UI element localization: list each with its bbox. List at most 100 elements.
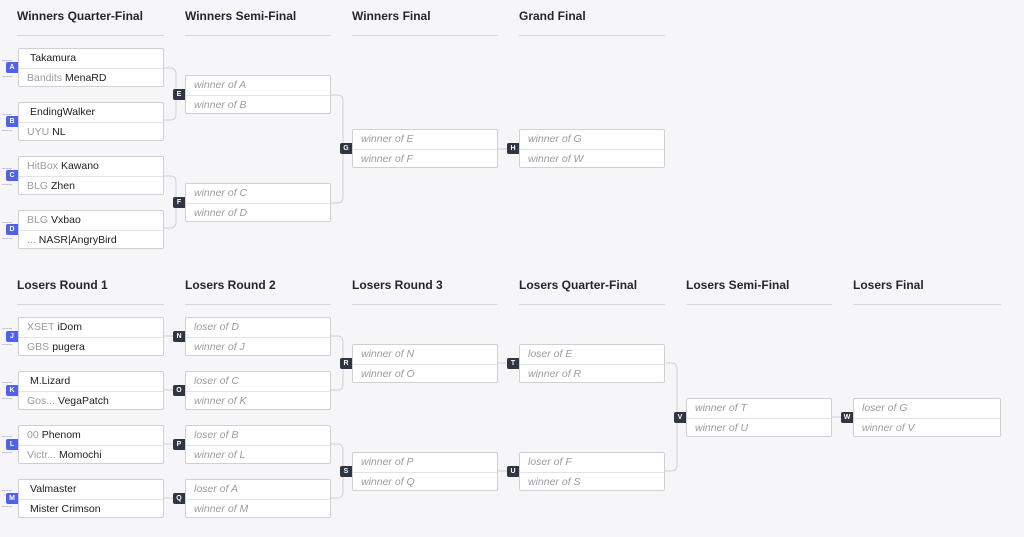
seed-stub (2, 398, 12, 399)
match-slot-bottom[interactable]: winner of Q (361, 476, 415, 488)
match-card[interactable]: loser of B winner of L (185, 425, 331, 464)
match-slot-bottom[interactable]: winner of J (194, 341, 245, 353)
match-id-badge: O (173, 385, 185, 396)
seed-stub (2, 452, 12, 453)
match-card[interactable]: winner of T winner of U (686, 398, 832, 437)
match-slot-top[interactable]: M.Lizard (19, 372, 163, 392)
player-name: Zhen (51, 180, 75, 192)
match-slot-top[interactable]: winner of G (520, 130, 664, 150)
match-slot-top[interactable]: winner of A (186, 76, 330, 96)
match-card[interactable]: winner of N winner of O (352, 344, 498, 383)
round-title-winners-quarter-final: Winners Quarter-Final (17, 9, 164, 36)
seed-stub (2, 130, 12, 131)
match-slot-top[interactable]: loser of F (520, 453, 664, 473)
match-id-badge: T (507, 358, 519, 369)
match-slot-bottom[interactable]: winner of V (862, 422, 915, 434)
seed-stub (2, 60, 12, 61)
match-slot-bottom[interactable]: Victr...Momochi (19, 446, 163, 465)
match-card[interactable]: Valmaster Mister Crimson (18, 479, 164, 518)
seed-stub (2, 328, 12, 329)
seed-stub (2, 168, 12, 169)
match-slot-bottom[interactable]: winner of M (194, 503, 249, 515)
match-id-badge: R (340, 358, 352, 369)
seed-stub (2, 76, 12, 77)
match-card[interactable]: loser of D winner of J (185, 317, 331, 356)
round-title-losers-round-2: Losers Round 2 (185, 278, 331, 305)
match-slot-top[interactable]: winner of T (687, 399, 831, 419)
match-card[interactable]: loser of A winner of M (185, 479, 331, 518)
match-slot-bottom[interactable]: Mister Crimson (19, 500, 163, 519)
round-title-losers-semi-final: Losers Semi-Final (686, 278, 832, 305)
seed-stub (2, 436, 12, 437)
match-slot-bottom[interactable]: winner of S (528, 476, 581, 488)
match-slot-top[interactable]: winner of C (186, 184, 330, 204)
match-slot-bottom[interactable]: Gos...VegaPatch (19, 392, 163, 411)
match-slot-top[interactable]: loser of B (186, 426, 330, 446)
match-slot-top[interactable]: loser of E (520, 345, 664, 365)
match-slot-top[interactable]: EndingWalker (19, 103, 163, 123)
player-name: NASR|AngryBird (38, 234, 117, 246)
match-id-badge: D (6, 224, 18, 235)
player-name: iDom (57, 321, 82, 333)
match-slot-top[interactable]: Takamura (19, 49, 163, 69)
match-card[interactable]: winner of C winner of D (185, 183, 331, 222)
match-card[interactable]: loser of G winner of V (853, 398, 1001, 437)
player-name: Momochi (58, 449, 102, 461)
match-slot-bottom[interactable]: winner of D (194, 207, 248, 219)
match-slot-bottom[interactable]: winner of W (528, 153, 584, 165)
match-slot-top[interactable]: loser of G (854, 399, 1000, 419)
match-card[interactable]: loser of F winner of S (519, 452, 665, 491)
team-tag: Gos... (27, 395, 56, 407)
match-card[interactable]: winner of P winner of Q (352, 452, 498, 491)
team-tag: XSET (27, 321, 55, 333)
match-slot-top[interactable]: Valmaster (19, 480, 163, 500)
match-card[interactable]: loser of E winner of R (519, 344, 665, 383)
round-title-winners-semi-final: Winners Semi-Final (185, 9, 331, 36)
match-slot-top[interactable]: winner of P (353, 453, 497, 473)
match-id-badge: P (173, 439, 185, 450)
player-name: Mister Crimson (30, 503, 101, 515)
match-slot-top[interactable]: loser of C (186, 372, 330, 392)
round-title-losers-round-1: Losers Round 1 (17, 278, 164, 305)
match-card[interactable]: winner of G winner of W (519, 129, 665, 168)
match-slot-bottom[interactable]: winner of U (695, 422, 749, 434)
team-tag: BLG (27, 214, 49, 226)
match-card[interactable]: loser of C winner of K (185, 371, 331, 410)
match-card[interactable]: winner of A winner of B (185, 75, 331, 114)
match-slot-bottom[interactable]: winner of F (361, 153, 413, 165)
player-name: NL (52, 126, 66, 138)
match-id-badge: U (507, 466, 519, 477)
match-id-badge: K (6, 385, 18, 396)
player-name: Valmaster (30, 483, 77, 495)
match-slot-bottom[interactable]: winner of L (194, 449, 246, 461)
match-slot-top[interactable]: winner of N (353, 345, 497, 365)
match-slot-top[interactable]: loser of D (186, 318, 330, 338)
seed-stub (2, 184, 12, 185)
match-slot-bottom[interactable]: winner of R (528, 368, 582, 380)
match-id-badge: B (6, 116, 18, 127)
match-card[interactable]: M.Lizard Gos...VegaPatch (18, 371, 164, 410)
match-slot-top[interactable]: loser of A (186, 480, 330, 500)
player-name: Vxbao (51, 214, 81, 226)
match-slot-top[interactable]: winner of E (353, 130, 497, 150)
match-slot-bottom[interactable]: winner of K (194, 395, 247, 407)
match-card[interactable]: winner of E winner of F (352, 129, 498, 168)
team-tag: HitBox (27, 160, 58, 172)
match-slot-bottom[interactable]: winner of O (361, 368, 415, 380)
match-slot-bottom[interactable]: ...NASR|AngryBird (19, 231, 163, 250)
match-slot-bottom[interactable]: winner of B (194, 99, 247, 111)
